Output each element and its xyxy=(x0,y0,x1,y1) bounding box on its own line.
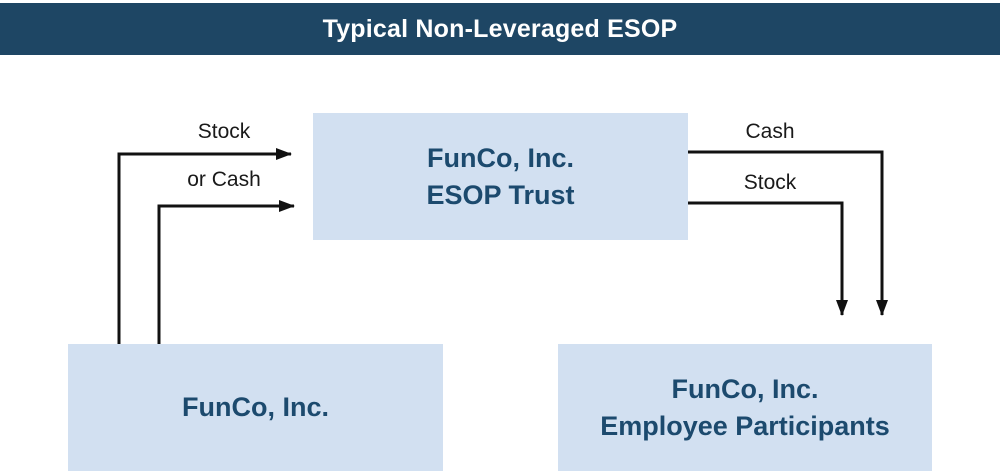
box-esop-trust-line2: ESOP Trust xyxy=(426,179,575,210)
title-bar: Typical Non-Leveraged ESOP xyxy=(0,3,1000,55)
box-employee-participants-line2: Employee Participants xyxy=(600,410,890,441)
label-stock-in: Stock xyxy=(197,120,251,143)
box-employee-participants: FunCo, Inc. Employee Participants xyxy=(558,344,932,471)
arrow-stock-to-participants xyxy=(688,201,848,316)
box-company-line1: FunCo, Inc. xyxy=(182,392,329,422)
box-company: FunCo, Inc. xyxy=(68,344,443,471)
arrow-or-cash-to-trust xyxy=(157,200,295,344)
arrow-stock-to-trust xyxy=(117,148,292,344)
label-cash-out: Cash xyxy=(745,120,795,143)
label-or-cash-in: or Cash xyxy=(187,168,261,191)
diagram-title: Typical Non-Leveraged ESOP xyxy=(322,14,678,43)
box-esop-trust: FunCo, Inc. ESOP Trust xyxy=(313,113,688,240)
box-employee-participants-line1: FunCo, Inc. xyxy=(671,373,819,404)
label-stock-out: Stock xyxy=(743,171,797,194)
arrow-cash-to-participants xyxy=(688,150,888,316)
box-esop-trust-line1: FunCo, Inc. xyxy=(427,142,574,173)
